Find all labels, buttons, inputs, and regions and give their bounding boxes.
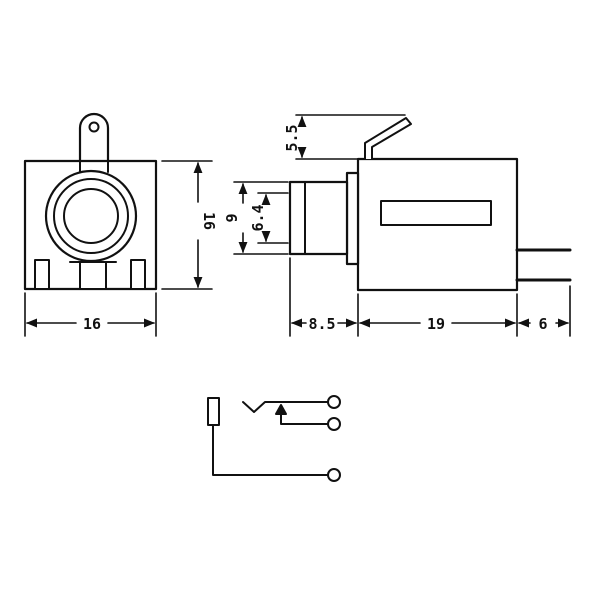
schematic-tip-spring — [242, 401, 329, 413]
schematic-switch-wire — [280, 411, 329, 425]
side-inner-height-label: 6.4 — [249, 204, 267, 231]
front-height-dimension — [161, 160, 213, 290]
schematic-symbol — [207, 395, 341, 482]
side-solder-lug — [364, 117, 412, 160]
front-tab-left — [34, 259, 50, 290]
bushing-length-label: 8.5 — [308, 315, 335, 333]
schematic-sleeve-wire — [212, 424, 329, 476]
front-bushing-inner — [63, 188, 119, 244]
schematic-terminal-tip — [327, 395, 341, 409]
front-lug-hole — [88, 121, 100, 133]
front-view — [23, 112, 158, 291]
front-width-dimension — [24, 292, 157, 337]
front-height-label: 16 — [200, 212, 218, 230]
body-length-label: 19 — [427, 315, 445, 333]
front-bushing-mid — [53, 178, 129, 254]
pin-length-label: 6 — [538, 315, 547, 333]
side-outer-height-dimension — [233, 181, 289, 255]
schematic-tip-block — [207, 397, 220, 426]
front-tab-right — [130, 259, 146, 290]
side-length-dimensions — [289, 257, 571, 337]
schematic-terminal-sleeve — [327, 468, 341, 482]
schematic-switch-arrow — [275, 404, 287, 415]
front-width-label: 16 — [83, 315, 101, 333]
front-tab-center — [79, 261, 107, 290]
side-bushing — [288, 180, 349, 256]
side-outer-height-label: 9 — [223, 213, 241, 222]
schematic-terminal-switch — [327, 417, 341, 431]
side-view — [288, 117, 572, 292]
lug-offset-label: 5.5 — [283, 124, 301, 151]
lug-offset-dimension — [295, 114, 406, 160]
side-slot — [380, 200, 492, 226]
side-inner-height-dimension — [257, 192, 289, 244]
side-flange — [345, 171, 360, 266]
front-solder-lug — [78, 112, 110, 174]
